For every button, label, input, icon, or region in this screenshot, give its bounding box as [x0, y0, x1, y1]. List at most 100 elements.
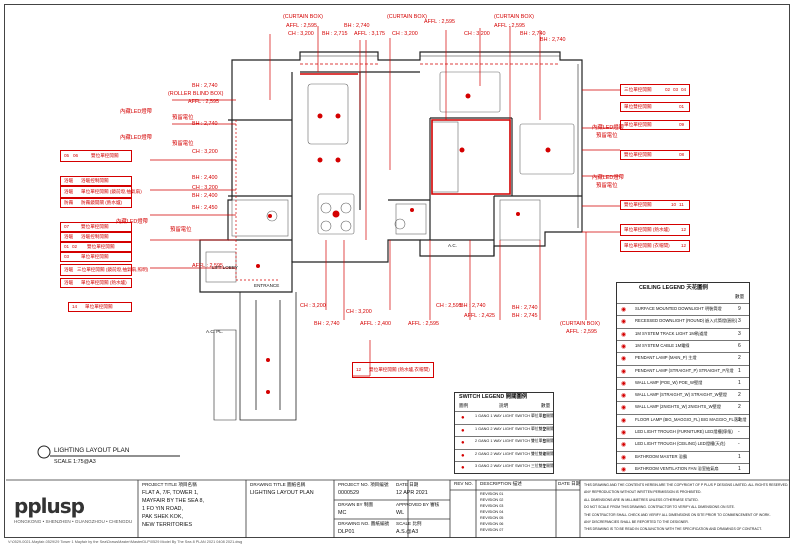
- callout-text: 浴暖控制開關: [81, 234, 109, 239]
- fixture-symbol-icon: ◉: [621, 466, 627, 473]
- left-annotation: 內藏LED燈帶: [120, 109, 153, 115]
- downlight: [256, 264, 260, 268]
- top-annotation: CH : 3,200: [288, 31, 314, 37]
- top-annotation: AFFL : 2,595: [424, 19, 455, 25]
- right-annotation: 預留電位: [596, 183, 618, 189]
- ceiling-legend-row-qty: 6: [738, 342, 741, 349]
- top-annotation: CH : 3,200: [392, 31, 418, 37]
- callout-text: 浴暖控制開關: [81, 178, 109, 183]
- fixture-symbol-icon: ◉: [621, 343, 627, 350]
- callout-text: 單位單控開關: [85, 304, 113, 309]
- ceiling-legend-title: CEILING LEGEND 天花圖例: [639, 285, 708, 291]
- switch-callout: 單位單控開關 (熱水爐) 12: [620, 224, 690, 236]
- fixture-symbol-icon: ◉: [621, 380, 627, 387]
- callout-tag: 04: [681, 87, 687, 92]
- callout-tag: 12: [681, 243, 687, 248]
- downlight: [465, 93, 471, 99]
- left-annotation: BH : 2,400: [192, 175, 218, 181]
- bottom-annotation: AFFL : 2,400: [360, 321, 391, 327]
- left-annotation: AFFL : 2,595: [192, 263, 223, 269]
- ceiling-legend-row-text: FLOOR LAMP (BIG_MAGGIO_FL) BIG MAGGIO_FL…: [635, 416, 747, 422]
- left-annotation: (ROLLER BLIND BOX): [168, 91, 224, 97]
- switch-legend-row-qty: 6: [543, 414, 546, 420]
- ceiling-legend-row-qty: 2: [738, 392, 741, 399]
- switch-callout: 雙位單控開關 10 11: [620, 200, 690, 210]
- chair: [320, 220, 332, 232]
- revision-row: REVISION 04: [480, 510, 504, 514]
- bottom-annotation: (CURTAIN BOX): [560, 321, 600, 327]
- room-label: A.C.: [448, 243, 457, 248]
- switch-callout: 浴暖 單位單控開關 (熱水爐): [60, 278, 132, 288]
- ceiling-legend-row-text: PENDANT LAMP (STRAIGHT_P) STRAIGHT_P吊燈: [635, 367, 734, 373]
- callout-text: 雙位單控開關: [87, 244, 115, 249]
- switch-callout: 單位單控開關 (衣帽間) 12: [620, 240, 690, 252]
- right-annotation: 內藏LED燈帶: [592, 125, 625, 131]
- note-line: THE CONTRACTOR SHALL CHECK AND VERIFY AL…: [584, 512, 771, 517]
- callout-tag: 11: [679, 202, 684, 207]
- bottom-annotation: AFFL : 2,425: [464, 313, 495, 319]
- ceiling-legend-row-text: RECESSED DOWNLIGHT (ROUND) 嵌入式筒燈(圓形): [635, 318, 738, 324]
- drawing-no: DLP01: [338, 529, 355, 535]
- switch-callout: 單位雙控開關 01: [620, 102, 690, 112]
- ceiling-legend-row-qty: 3: [738, 330, 741, 337]
- callout-tag: 浴暖: [64, 178, 74, 183]
- plan-scale: SCALE 1:75@A3: [54, 459, 96, 465]
- ceiling-legend-row: ◉FLOOR LAMP (BIG_MAGGIO_FL) BIG MAGGIO_F…: [617, 413, 749, 426]
- note-line: THIS DRAWING IS TO BE READ IN CONJUNCTIO…: [584, 527, 762, 532]
- callout-tag: 09: [679, 122, 685, 127]
- downlight: [459, 147, 465, 153]
- callout-tag: 03: [673, 87, 679, 92]
- switch-callout: 浴暖 單位單控開關 (鏡前燈,抽氣扇): [60, 186, 142, 198]
- downlight: [335, 113, 341, 119]
- switch-legend-title: SWITCH LEGEND 開關圖例: [459, 394, 528, 400]
- wiring: [325, 232, 587, 320]
- top-annotation: CH : 3,200: [464, 31, 490, 37]
- switch-symbol-icon: ●: [461, 452, 465, 459]
- bottom-annotation: CH : 3,200: [346, 309, 372, 315]
- switch-callout: 03 單位單控開關: [60, 252, 132, 262]
- callout-tag: 防霧: [64, 200, 74, 205]
- downlight: [266, 358, 270, 362]
- fixture-symbol-icon: ◉: [621, 454, 627, 461]
- switch-legend: SWITCH LEGEND 開關圖例 圖例 說明 數量 ●1 GANG 1 WA…: [454, 392, 554, 474]
- bath-basin: [394, 218, 406, 230]
- callout-text: 單位單控開關 (熱水爐): [624, 227, 670, 232]
- switch-callout: 雙位單控開關 08: [620, 150, 690, 160]
- switch-callout: 浴暖 三位單控開關 (鏡前燈,抽氣扇,照明): [60, 264, 148, 276]
- revision-row: REVISION 07: [480, 528, 504, 532]
- bathroom-2: [499, 199, 541, 241]
- callout-text: 單位單控開關: [624, 122, 652, 127]
- file-path: V:\0529-0021-Mayfair-0529\29 Tower 1 May…: [8, 540, 243, 544]
- company-name: pplusp: [14, 494, 85, 518]
- drawn-by: MC: [338, 510, 347, 516]
- switch-symbol-icon: ●: [461, 440, 465, 446]
- ceiling-legend-row: ◉LED LIGHT TROUGH (FURNITURE) LED燈槽(傢俬)-: [617, 426, 749, 438]
- ceiling-legend-row-text: BATHROOM VENTILATION FAN 浴室抽氣扇: [635, 465, 719, 471]
- company-logo: pplusp: [14, 494, 85, 519]
- kitchen: [395, 203, 427, 235]
- top-annotation: AFFL : 2,595: [286, 23, 317, 29]
- switch-legend-row-qty: 1: [543, 464, 546, 470]
- top-annotation: (CURTAIN BOX): [283, 14, 323, 20]
- callout-tag: 03: [64, 254, 70, 259]
- left-annotation: CH : 3,200: [192, 185, 218, 191]
- master-bed: [519, 123, 575, 175]
- sheet-frame: [4, 4, 790, 538]
- switch-callout: 12 雙位單控開關 (熱水爐,衣帽間): [352, 362, 434, 378]
- note-line: DO NOT SCALE FROM THIS DRAWING. CONTRACT…: [584, 505, 735, 510]
- top-annotation: (CURTAIN BOX): [494, 14, 534, 20]
- dining-table: [317, 193, 355, 235]
- switch-callout: 05 06 雙位單控開關: [60, 150, 132, 162]
- bathroom-1: [231, 199, 289, 237]
- callout-text: 雙位單控開關 (熱水爐,衣帽間): [369, 367, 430, 372]
- project-line: MAYFAIR BY THE SEA 8,: [142, 498, 205, 504]
- bottom-annotation: CH : 2,595: [436, 303, 462, 309]
- project-line: PAK SHEK KOK,: [142, 514, 183, 520]
- bottom-annotation: BH : 2,745: [512, 313, 538, 319]
- switch-callout: 浴暖 浴暖控制開關: [60, 176, 132, 186]
